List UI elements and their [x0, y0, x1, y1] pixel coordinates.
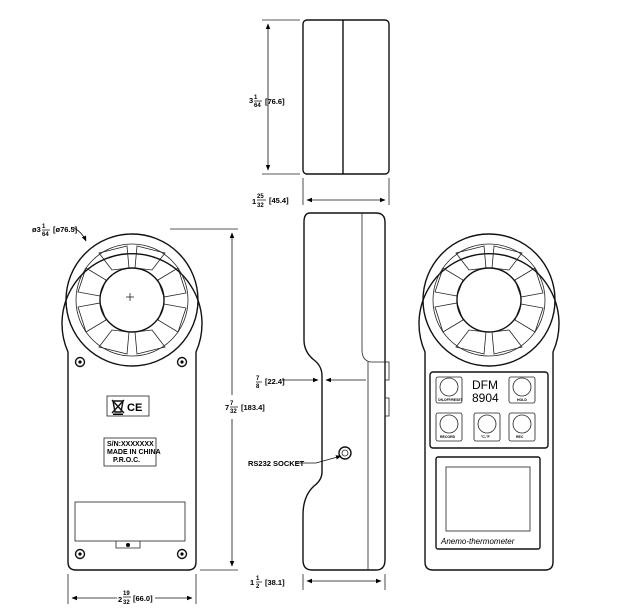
svg-text:2: 2 — [118, 595, 122, 604]
back-fan-blades — [434, 245, 544, 355]
model-line-2: 8904 — [472, 391, 499, 405]
svg-text:3: 3 — [249, 96, 253, 105]
svg-text:1: 1 — [254, 95, 258, 101]
svg-text:HOLD: HOLD — [517, 398, 527, 402]
svg-text:2: 2 — [256, 584, 260, 590]
label-fan-diameter: ø3 1 64 [ø76.5] — [32, 224, 87, 242]
back-view-outline — [418, 252, 560, 571]
svg-text:1: 1 — [42, 224, 46, 230]
svg-text:1: 1 — [252, 197, 256, 206]
dimension-depth: 1 25 32 [45.4] — [252, 178, 390, 209]
svg-text:[45.4]: [45.4] — [269, 196, 289, 205]
svg-text:25: 25 — [257, 194, 264, 200]
screw-icon — [74, 356, 188, 560]
label-width: 2 19 32 [66.0] — [117, 588, 155, 606]
battery-cover — [74, 501, 186, 549]
serial-label: S/N:XXXXXXX MADE IN CHINA P.R.O.C. — [103, 437, 161, 467]
svg-text:[22.4]: [22.4] — [265, 377, 285, 386]
svg-text:32: 32 — [257, 203, 264, 209]
side-view: RS232 SOCKET 7 8 [22.4] 1 1 2 [38.1] — [248, 212, 390, 590]
svg-text:[76.6]: [76.6] — [265, 97, 285, 106]
keypad-panel — [429, 371, 549, 449]
svg-text:P.R.O.C.: P.R.O.C. — [113, 457, 140, 464]
button-record: RECORD — [435, 412, 463, 442]
svg-text:7: 7 — [225, 403, 229, 412]
svg-text:ø3: ø3 — [32, 225, 41, 234]
svg-text:32: 32 — [230, 409, 237, 415]
svg-text:7: 7 — [230, 401, 234, 407]
back-fan-ring-inner — [432, 243, 546, 357]
dimension-neck: 7 8 [22.4] — [256, 376, 366, 390]
fan-hub — [99, 267, 165, 333]
svg-text:[183.4]: [183.4] — [241, 403, 265, 412]
side-view-seam-upper — [361, 213, 385, 363]
svg-text:S/N:XXXXXXX: S/N:XXXXXXX — [107, 441, 154, 448]
weee-bin-icon — [111, 399, 125, 415]
fan-ring-inner — [75, 243, 189, 357]
label-depth: 1 25 32 [45.4] — [252, 194, 289, 209]
ce-mark: CE — [127, 402, 142, 414]
button-unit: °C-°F — [473, 412, 501, 442]
side-view-outline — [302, 212, 386, 571]
svg-text:[38.1]: [38.1] — [265, 578, 285, 587]
back-view: ON-OFF/RESET DFM 8904 HOLD RECORD °C-°F … — [418, 233, 560, 571]
button-on-off: ON-OFF/RESET — [435, 376, 463, 404]
svg-text:19: 19 — [123, 591, 130, 597]
compliance-marks: CE — [106, 395, 150, 417]
svg-text:[66.0]: [66.0] — [133, 594, 153, 603]
label-rs232: RS232 SOCKET — [248, 459, 305, 468]
label-top-height: 3 1 64 [76.6] — [249, 95, 285, 109]
svg-text:64: 64 — [254, 103, 261, 109]
svg-text:1: 1 — [256, 576, 260, 582]
rs232-socket-icon — [338, 446, 352, 460]
svg-text:RECORD: RECORD — [440, 435, 456, 439]
top-view: 3 1 64 [76.6] — [249, 19, 390, 175]
front-view: CE S/N:XXXXXXX MADE IN CHINA P.R.O.C. 7 … — [32, 224, 265, 606]
back-fan-hub — [456, 267, 522, 333]
product-name: Anemo-thermometer — [440, 537, 515, 546]
svg-text:64: 64 — [42, 232, 49, 238]
back-fan-ring-outer — [422, 233, 556, 367]
model-line-1: DFM — [472, 378, 498, 392]
svg-text:MADE IN CHINA: MADE IN CHINA — [107, 449, 161, 456]
label-total-height: 7 7 32 [183.4] — [224, 395, 265, 419]
display-bezel — [435, 456, 541, 550]
button-rec: REC — [508, 412, 536, 442]
top-view-body — [302, 19, 390, 175]
svg-text:8: 8 — [256, 384, 260, 390]
svg-text:32: 32 — [123, 600, 130, 606]
svg-text:ON-OFF/RESET: ON-OFF/RESET — [438, 398, 463, 402]
lcd-screen — [445, 466, 531, 532]
fan-ring-outer — [65, 233, 199, 367]
button-hold: HOLD — [508, 376, 536, 404]
front-view-outline — [61, 252, 203, 571]
fan-blades — [77, 245, 187, 355]
label-base: 1 1 2 [38.1] — [250, 576, 285, 590]
svg-text:7: 7 — [256, 376, 260, 382]
svg-text:REC: REC — [516, 435, 524, 439]
svg-text:[ø76.5]: [ø76.5] — [53, 225, 78, 234]
svg-text:1: 1 — [250, 578, 254, 587]
svg-text:°C-°F: °C-°F — [481, 435, 490, 439]
